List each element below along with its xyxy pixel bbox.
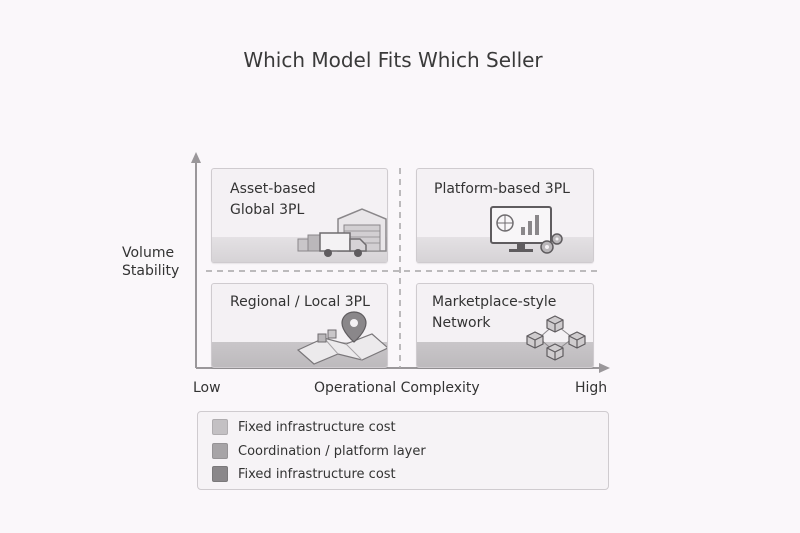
x-axis-high-label: High bbox=[575, 380, 608, 396]
warehouse-truck-icon bbox=[297, 208, 387, 257]
diagram-title: Which Model Fits Which Seller bbox=[243, 48, 543, 72]
quadrant-platform-based: Platform-based 3PL bbox=[416, 168, 594, 263]
legend-item: Fixed infrastructure cost bbox=[212, 418, 396, 436]
legend-item: Fixed infrastructure cost bbox=[212, 465, 396, 483]
y-axis-arrow bbox=[191, 152, 201, 163]
quadrant-marketplace-network: Marketplace-style Network bbox=[416, 283, 594, 368]
network-cubes-icon bbox=[526, 315, 586, 361]
quadrant-label: Asset-based Global 3PL bbox=[230, 181, 316, 218]
quadrant-asset-based: Asset-based Global 3PL bbox=[211, 168, 388, 263]
x-axis-arrow bbox=[599, 363, 610, 373]
x-axis-low-label: Low bbox=[193, 380, 221, 396]
legend-label: Fixed infrastructure cost bbox=[238, 466, 396, 482]
legend-swatch bbox=[212, 443, 228, 459]
legend: Fixed infrastructure cost Coordination /… bbox=[197, 411, 609, 490]
quadrant-label: Regional / Local 3PL bbox=[230, 294, 370, 310]
quadrant-label: Marketplace-style Network bbox=[432, 294, 557, 331]
platform-dashboard-icon bbox=[490, 206, 563, 254]
legend-swatch bbox=[212, 419, 228, 435]
map-pin-icon bbox=[296, 311, 387, 365]
y-axis-label: Volume Stability bbox=[122, 245, 180, 279]
legend-label: Coordination / platform layer bbox=[238, 443, 426, 459]
legend-item: Coordination / platform layer bbox=[212, 442, 426, 460]
legend-swatch bbox=[212, 466, 228, 482]
quadrant-regional-local: Regional / Local 3PL bbox=[211, 283, 388, 368]
quadrant-label: Platform-based 3PL bbox=[434, 181, 570, 197]
x-axis-label: Operational Complexity bbox=[314, 380, 480, 396]
legend-label: Fixed infrastructure cost bbox=[238, 419, 396, 435]
